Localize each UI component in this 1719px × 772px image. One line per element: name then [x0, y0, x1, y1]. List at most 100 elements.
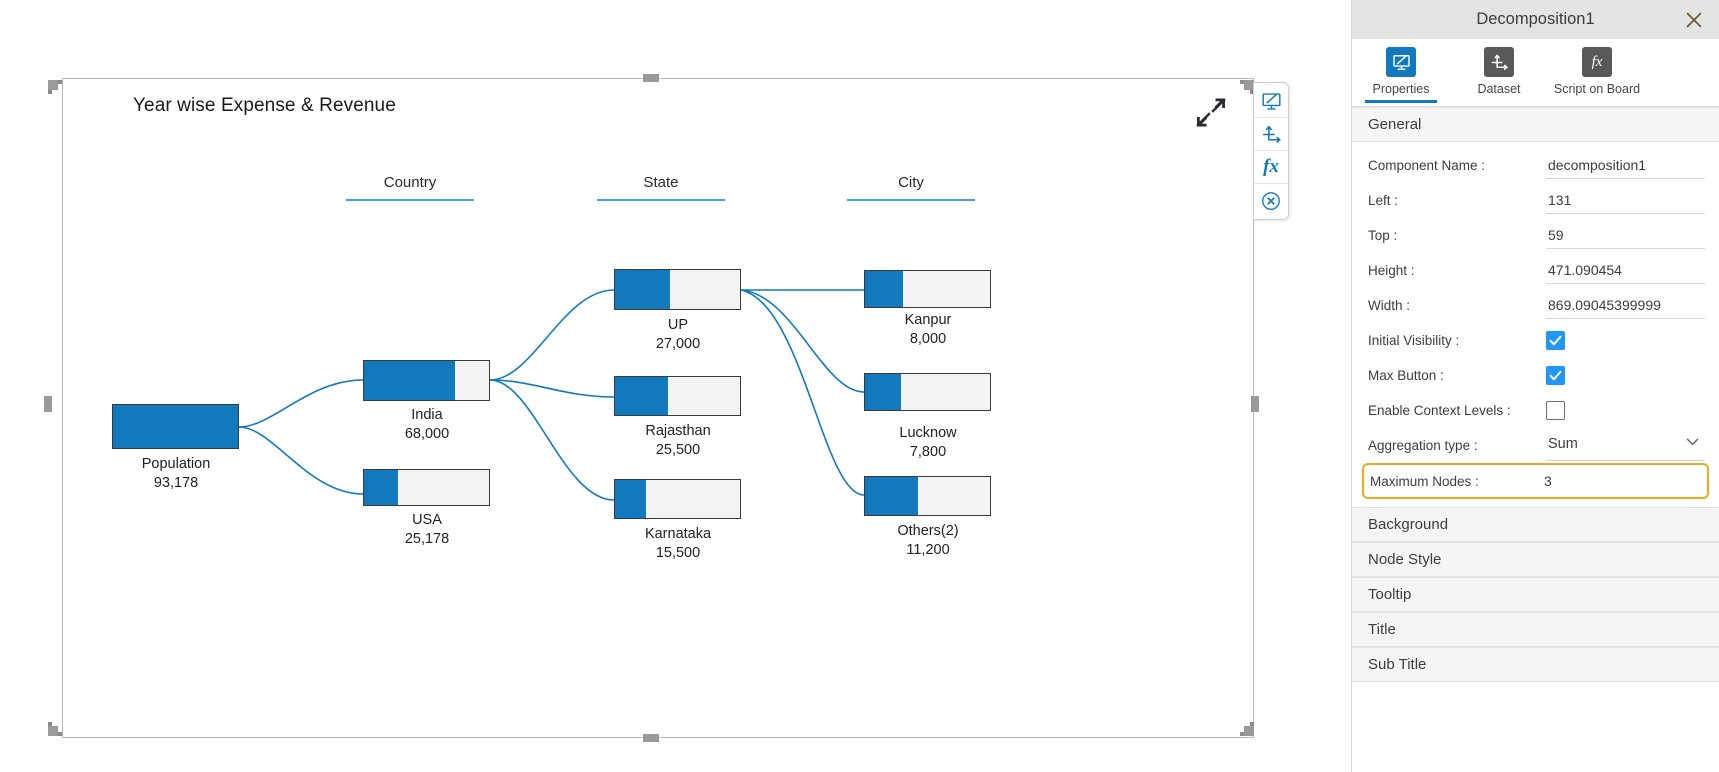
fx-icon[interactable]: fx: [1254, 151, 1288, 184]
column-underline: [847, 199, 975, 201]
properties-panel: Decomposition1 Properties: [1351, 0, 1719, 772]
field-label: Width :: [1368, 298, 1411, 313]
column-header-city: City: [847, 174, 975, 201]
node-population[interactable]: [112, 404, 239, 449]
resize-handle-bottom[interactable]: [643, 734, 659, 742]
section-title[interactable]: Title: [1352, 612, 1719, 647]
component-float-toolbar[interactable]: fx: [1253, 82, 1289, 220]
node-label-kanpur: Kanpur 8,000: [904, 312, 952, 347]
height-input[interactable]: 471.090454: [1546, 258, 1705, 284]
enable-context-levels-checkbox[interactable]: [1546, 401, 1565, 420]
canvas-workspace[interactable]: Year wise Expense & Revenue Country Stat…: [0, 0, 1351, 772]
column-header-state: State: [597, 174, 725, 201]
field-label: Left :: [1368, 193, 1399, 208]
column-underline: [597, 199, 725, 201]
node-label-rajasthan: Rajasthan 25,500: [645, 423, 711, 458]
node-label-usa: USA 25,178: [404, 512, 450, 547]
tab-label: Script on Board: [1553, 82, 1641, 96]
resize-handle-top-left[interactable]: [48, 80, 62, 94]
aggregation-type-select[interactable]: Sum: [1546, 430, 1705, 461]
section-label: Tooltip: [1368, 586, 1412, 603]
column-header-country: Country: [346, 174, 474, 201]
node-fill: [615, 377, 668, 415]
node-label-others: Others(2) 11,200: [897, 523, 959, 558]
node-fill: [865, 477, 918, 515]
component-name-input[interactable]: decomposition1: [1546, 153, 1705, 179]
monitor-edit-icon: [1386, 47, 1416, 77]
resize-handle-right[interactable]: [1251, 396, 1259, 412]
width-input[interactable]: 869.09045399999: [1546, 293, 1705, 319]
node-fill: [865, 271, 903, 307]
chart-title: Year wise Expense & Revenue: [133, 95, 396, 116]
tab-label: Properties: [1372, 82, 1430, 96]
field-height: Height : 471.090454: [1352, 253, 1719, 288]
aggregation-type-value: Sum: [1548, 436, 1578, 452]
section-label: Title: [1368, 621, 1396, 638]
close-circle-icon[interactable]: [1254, 184, 1288, 217]
tab-script-on-board[interactable]: fx Script on Board: [1548, 45, 1646, 96]
node-others[interactable]: [864, 476, 991, 516]
node-fill: [113, 405, 238, 448]
resize-handle-bottom-right[interactable]: [1240, 722, 1254, 736]
node-karnataka[interactable]: [614, 479, 741, 519]
section-tooltip[interactable]: Tooltip: [1352, 577, 1719, 612]
node-label-up: UP 27,000: [655, 317, 701, 352]
node-india[interactable]: [363, 360, 490, 401]
decomposition-component[interactable]: Year wise Expense & Revenue Country Stat…: [62, 78, 1254, 738]
resize-handle-top-right[interactable]: [1240, 80, 1254, 94]
top-input[interactable]: 59: [1546, 223, 1705, 249]
field-label: Top :: [1368, 228, 1398, 243]
panel-body: General Component Name : decomposition1 …: [1352, 107, 1719, 772]
node-fill: [364, 361, 456, 400]
field-top: Top : 59: [1352, 218, 1719, 253]
node-usa[interactable]: [363, 469, 490, 506]
node-label-lucknow: Lucknow 7,800: [899, 425, 957, 460]
node-fill: [615, 480, 647, 518]
node-kanpur[interactable]: [864, 270, 991, 308]
field-label: Max Button :: [1368, 368, 1444, 383]
chevron-down-icon: [1684, 433, 1701, 455]
field-enable-context-levels: Enable Context Levels :: [1352, 393, 1719, 428]
field-aggregation-type: Aggregation type : Sum: [1352, 428, 1719, 463]
node-label-population: Population 93,178: [141, 456, 211, 491]
tab-active-indicator: [1463, 100, 1535, 103]
resize-handle-top[interactable]: [643, 74, 659, 82]
general-field-list: Component Name : decomposition1 Left : 1…: [1352, 142, 1719, 507]
monitor-edit-icon[interactable]: [1254, 85, 1288, 118]
fx-icon: fx: [1582, 47, 1612, 77]
left-input[interactable]: 131: [1546, 188, 1705, 214]
field-label: Maximum Nodes :: [1370, 473, 1479, 489]
close-icon[interactable]: [1683, 9, 1705, 31]
axis-dataset-icon: [1484, 47, 1514, 77]
field-label: Aggregation type :: [1368, 438, 1478, 453]
tab-active-indicator: [1365, 100, 1437, 103]
section-background[interactable]: Background: [1352, 507, 1719, 542]
panel-title: Decomposition1: [1476, 10, 1595, 28]
node-up[interactable]: [614, 269, 741, 310]
section-label: General: [1368, 116, 1422, 133]
node-fill: [615, 270, 670, 309]
max-button-checkbox[interactable]: [1546, 366, 1565, 385]
resize-handle-left[interactable]: [44, 396, 52, 412]
resize-handle-bottom-left[interactable]: [48, 722, 62, 736]
tab-dataset[interactable]: Dataset: [1450, 45, 1548, 96]
field-component-name: Component Name : decomposition1: [1352, 148, 1719, 183]
expand-arrows-icon[interactable]: [1196, 97, 1226, 127]
node-fill: [364, 470, 398, 505]
tab-active-indicator: [1561, 100, 1633, 103]
node-rajasthan[interactable]: [614, 376, 741, 416]
tab-properties[interactable]: Properties: [1352, 45, 1450, 103]
field-initial-visibility: Initial Visibility :: [1352, 323, 1719, 358]
section-sub-title[interactable]: Sub Title: [1352, 647, 1719, 682]
field-label: Initial Visibility :: [1368, 333, 1460, 348]
section-node-style[interactable]: Node Style: [1352, 542, 1719, 577]
axis-dataset-icon[interactable]: [1254, 118, 1288, 151]
panel-tabs[interactable]: Properties Dataset fx: [1352, 39, 1719, 107]
section-general[interactable]: General: [1352, 107, 1719, 142]
node-lucknow[interactable]: [864, 373, 991, 411]
maximum-nodes-input[interactable]: 3: [1544, 472, 1552, 489]
column-underline: [346, 199, 474, 201]
field-label: Component Name :: [1368, 158, 1486, 173]
initial-visibility-checkbox[interactable]: [1546, 331, 1565, 350]
